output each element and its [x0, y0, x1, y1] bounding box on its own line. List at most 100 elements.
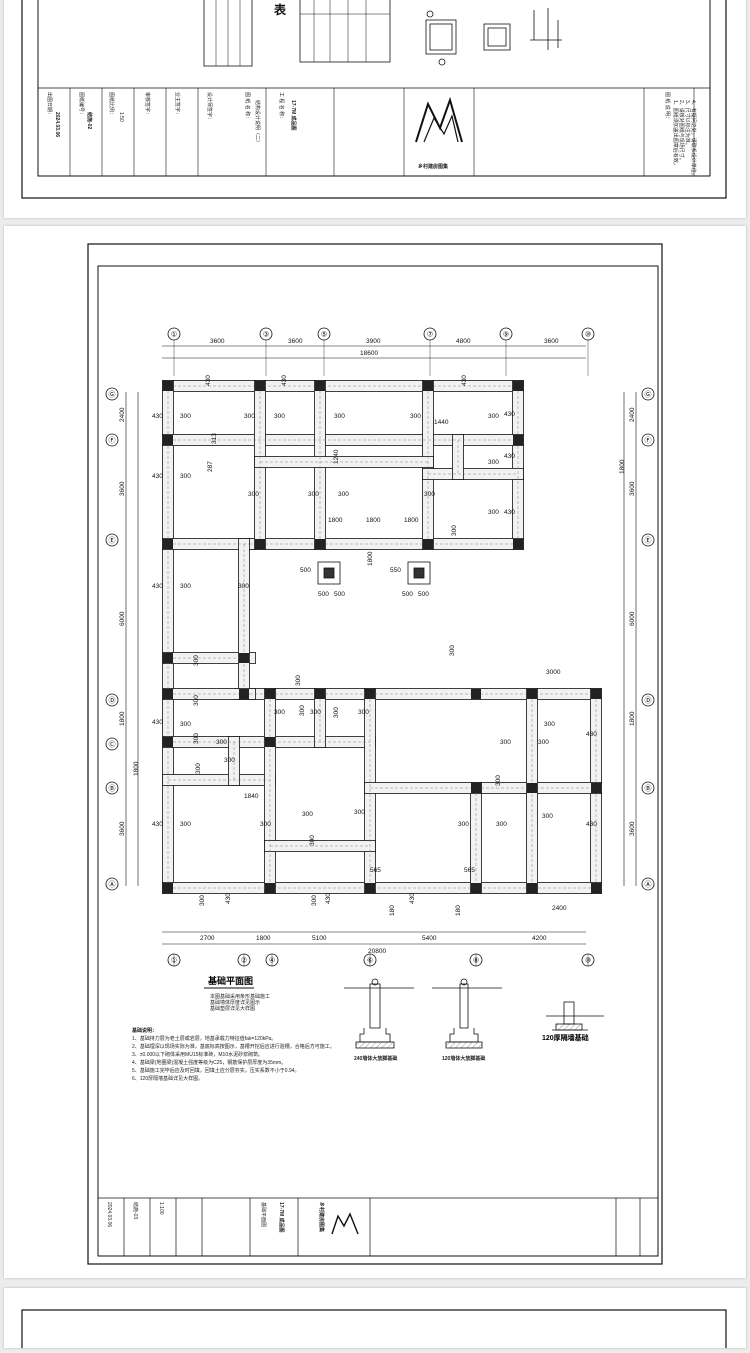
dimension-text: 3900: [366, 338, 381, 345]
drawing-no-value: 结施-02: [86, 112, 93, 129]
dimension-text: 300: [302, 811, 313, 818]
top-sheet-frame: [21, 0, 727, 199]
outer-frame: [87, 243, 663, 1265]
main-title-block: [98, 1197, 658, 1256]
dimension-text: 180: [455, 905, 462, 916]
wall-segment: [314, 688, 326, 748]
column-table: [203, 0, 391, 67]
dimension-text: 300: [424, 491, 435, 498]
grid-axis-bubble: [105, 737, 119, 751]
dimension-text: 430: [225, 893, 232, 904]
foundation-note-6: 6、120厚隔墙基础详见大样图。: [132, 1075, 203, 1082]
foundation-note-3: 3、±0.000以下砌体采用MU15标准砖，M10水泥砂浆砌筑。: [132, 1051, 263, 1058]
review-label: 审核签字：: [144, 92, 151, 117]
grid-axis-bubble: [641, 877, 655, 891]
date-value: 2024.03.06: [54, 112, 60, 137]
top-sheet-drawing: 表 乡村建房图集 出图日期： 2024.03.06 图纸编号： 结施-02 图纸…: [21, 0, 727, 199]
dimension-text: 1800: [619, 459, 626, 474]
dimension-text: 300: [334, 413, 345, 420]
dimension-text: 300: [451, 525, 458, 536]
column-marker: [471, 689, 481, 699]
grid-axis-bubble: [641, 693, 655, 707]
top-sheet-inner-frame: [37, 0, 711, 177]
main-company-logo: [331, 1212, 359, 1235]
dimension-text: 300: [488, 459, 499, 466]
footing-dim-3: 500: [334, 591, 345, 598]
dimension-text: 3600: [629, 821, 636, 836]
dimension-text: 300: [193, 695, 200, 706]
dimension-text: 430: [504, 453, 515, 460]
dimension-text: 300: [458, 821, 469, 828]
right-dimension-line: [623, 392, 637, 886]
isolated-footings: [317, 561, 431, 585]
drawing-note-3: 3、尺寸以标注为准。: [684, 100, 691, 148]
grid-axis-bubble: [641, 533, 655, 547]
dimension-text: 2400: [552, 905, 567, 912]
grid-axis-bubble: [105, 533, 119, 547]
dimension-text: 300: [488, 509, 499, 516]
dimension-text: 300: [193, 655, 200, 666]
grid-axis-label: Ⓒ: [109, 741, 116, 749]
grid-axis-label: ③: [263, 331, 269, 339]
grid-axis-label: ①: [171, 331, 177, 339]
column-marker: [239, 653, 249, 663]
column-marker: [365, 883, 375, 893]
foundation-walls: [162, 380, 602, 894]
footing-dim-6: 500: [418, 591, 429, 598]
grid-axis-label: Ⓐ: [645, 881, 652, 889]
detail-title-120: 120墙体大放脚基础: [442, 1055, 485, 1062]
grid-axis-label: Ⓕ: [645, 437, 652, 445]
column-marker: [163, 653, 173, 663]
main-drawing-name: 基础平面图: [260, 1202, 267, 1227]
dimension-text: 430: [586, 731, 597, 738]
grid-axis-label: Ⓓ: [645, 697, 652, 705]
dimension-text: 1800: [256, 935, 271, 942]
project-name-value: 17-7M 成品图: [290, 100, 297, 131]
dimension-text: 300: [248, 491, 259, 498]
grid-axis-bubble: [641, 781, 655, 795]
dimension-text: 18600: [360, 350, 378, 357]
dimension-text: 300: [496, 821, 507, 828]
footing-dim-4: 550: [390, 567, 401, 574]
dimension-text: 300: [274, 709, 285, 716]
column-marker: [423, 539, 433, 549]
wall-segment: [512, 380, 524, 550]
dimension-text: 430: [325, 893, 332, 904]
dimension-text: 300: [449, 645, 456, 656]
dimension-text: 1800: [328, 517, 343, 524]
grid-axis-bubble: [641, 433, 655, 447]
dimension-text: 1800: [367, 551, 374, 566]
dimension-text: 300: [299, 705, 306, 716]
dimension-text: 2400: [629, 407, 636, 422]
drawing-notes-title: 图 纸 说 明：: [664, 92, 671, 121]
next-sheet-drawing: [21, 1309, 727, 1353]
column-marker: [255, 539, 265, 549]
grid-axis-label: ⑨: [503, 331, 509, 339]
dimension-text: 300: [195, 763, 202, 774]
dimension-text: 300: [488, 413, 499, 420]
dimension-text: 1800: [119, 711, 126, 726]
dimension-text: 430: [152, 413, 163, 420]
scale-value: 1:50: [118, 112, 124, 122]
dimension-text: 300: [308, 491, 319, 498]
dimension-text: 430: [504, 509, 515, 516]
design-label: 设计师签字：: [206, 92, 213, 122]
dimension-text: 430: [152, 583, 163, 590]
column-marker: [527, 883, 537, 893]
drawing-name-value: 结构设计说明（二）: [254, 100, 261, 145]
table-title: 表: [273, 2, 287, 17]
column-marker: [163, 539, 173, 549]
drawing-note-2: 2、请核对图纸与现场尺寸。: [678, 100, 685, 163]
column-marker: [527, 689, 537, 699]
plan-legend-2: 基础墙体厚度详见图示: [210, 999, 260, 1006]
column-marker: [513, 381, 523, 391]
column-marker: [471, 883, 481, 893]
column-marker: [591, 689, 601, 699]
dimension-text: 300: [180, 413, 191, 420]
grid-axis-label: Ⓖ: [645, 391, 652, 399]
footing-dim-5: 500: [402, 591, 413, 598]
dimension-text: 313: [211, 433, 218, 444]
dimension-text: 1800: [404, 517, 419, 524]
